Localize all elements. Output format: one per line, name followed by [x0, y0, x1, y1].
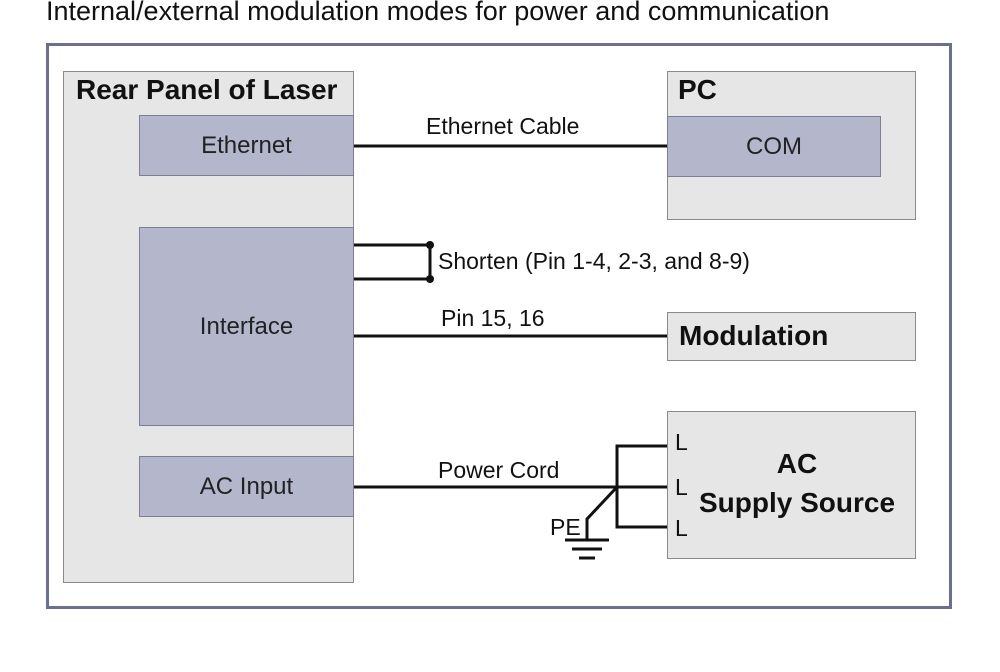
- shorten-label: Shorten (Pin 1-4, 2-3, and 8-9): [438, 248, 750, 274]
- power-cord-label: Power Cord: [438, 457, 560, 483]
- power-branch-wire: [615, 444, 667, 529]
- ethernet-port: Ethernet: [139, 115, 354, 176]
- pe-label: PE: [550, 514, 581, 540]
- ac-supply-title-line2: Supply Source: [698, 487, 896, 518]
- modulation-title: Modulation: [679, 320, 829, 351]
- terminal-label-l1: L: [675, 429, 688, 455]
- interface-port: Interface: [139, 227, 354, 426]
- shorten-node-top: [426, 241, 434, 249]
- shorten-wire-loop: [354, 243, 432, 281]
- com-port: COM: [667, 116, 881, 177]
- pe-ground-wire: [585, 485, 619, 540]
- shorten-node-bottom: [426, 275, 434, 283]
- laser-panel-title: Rear Panel of Laser: [76, 74, 338, 105]
- terminal-label-l2: L: [675, 474, 688, 500]
- ac-supply-title-line1: AC: [776, 448, 818, 479]
- ethernet-cable-label: Ethernet Cable: [426, 113, 580, 139]
- ac-input-port: AC Input: [139, 456, 354, 517]
- pc-title: PC: [678, 74, 717, 105]
- pins-label: Pin 15, 16: [441, 305, 545, 331]
- terminal-label-l3: L: [675, 515, 688, 541]
- modulation-box: [667, 312, 916, 361]
- ac-supply-box: [667, 411, 916, 559]
- diagram-caption: Internal/external modulation modes for p…: [46, 0, 830, 26]
